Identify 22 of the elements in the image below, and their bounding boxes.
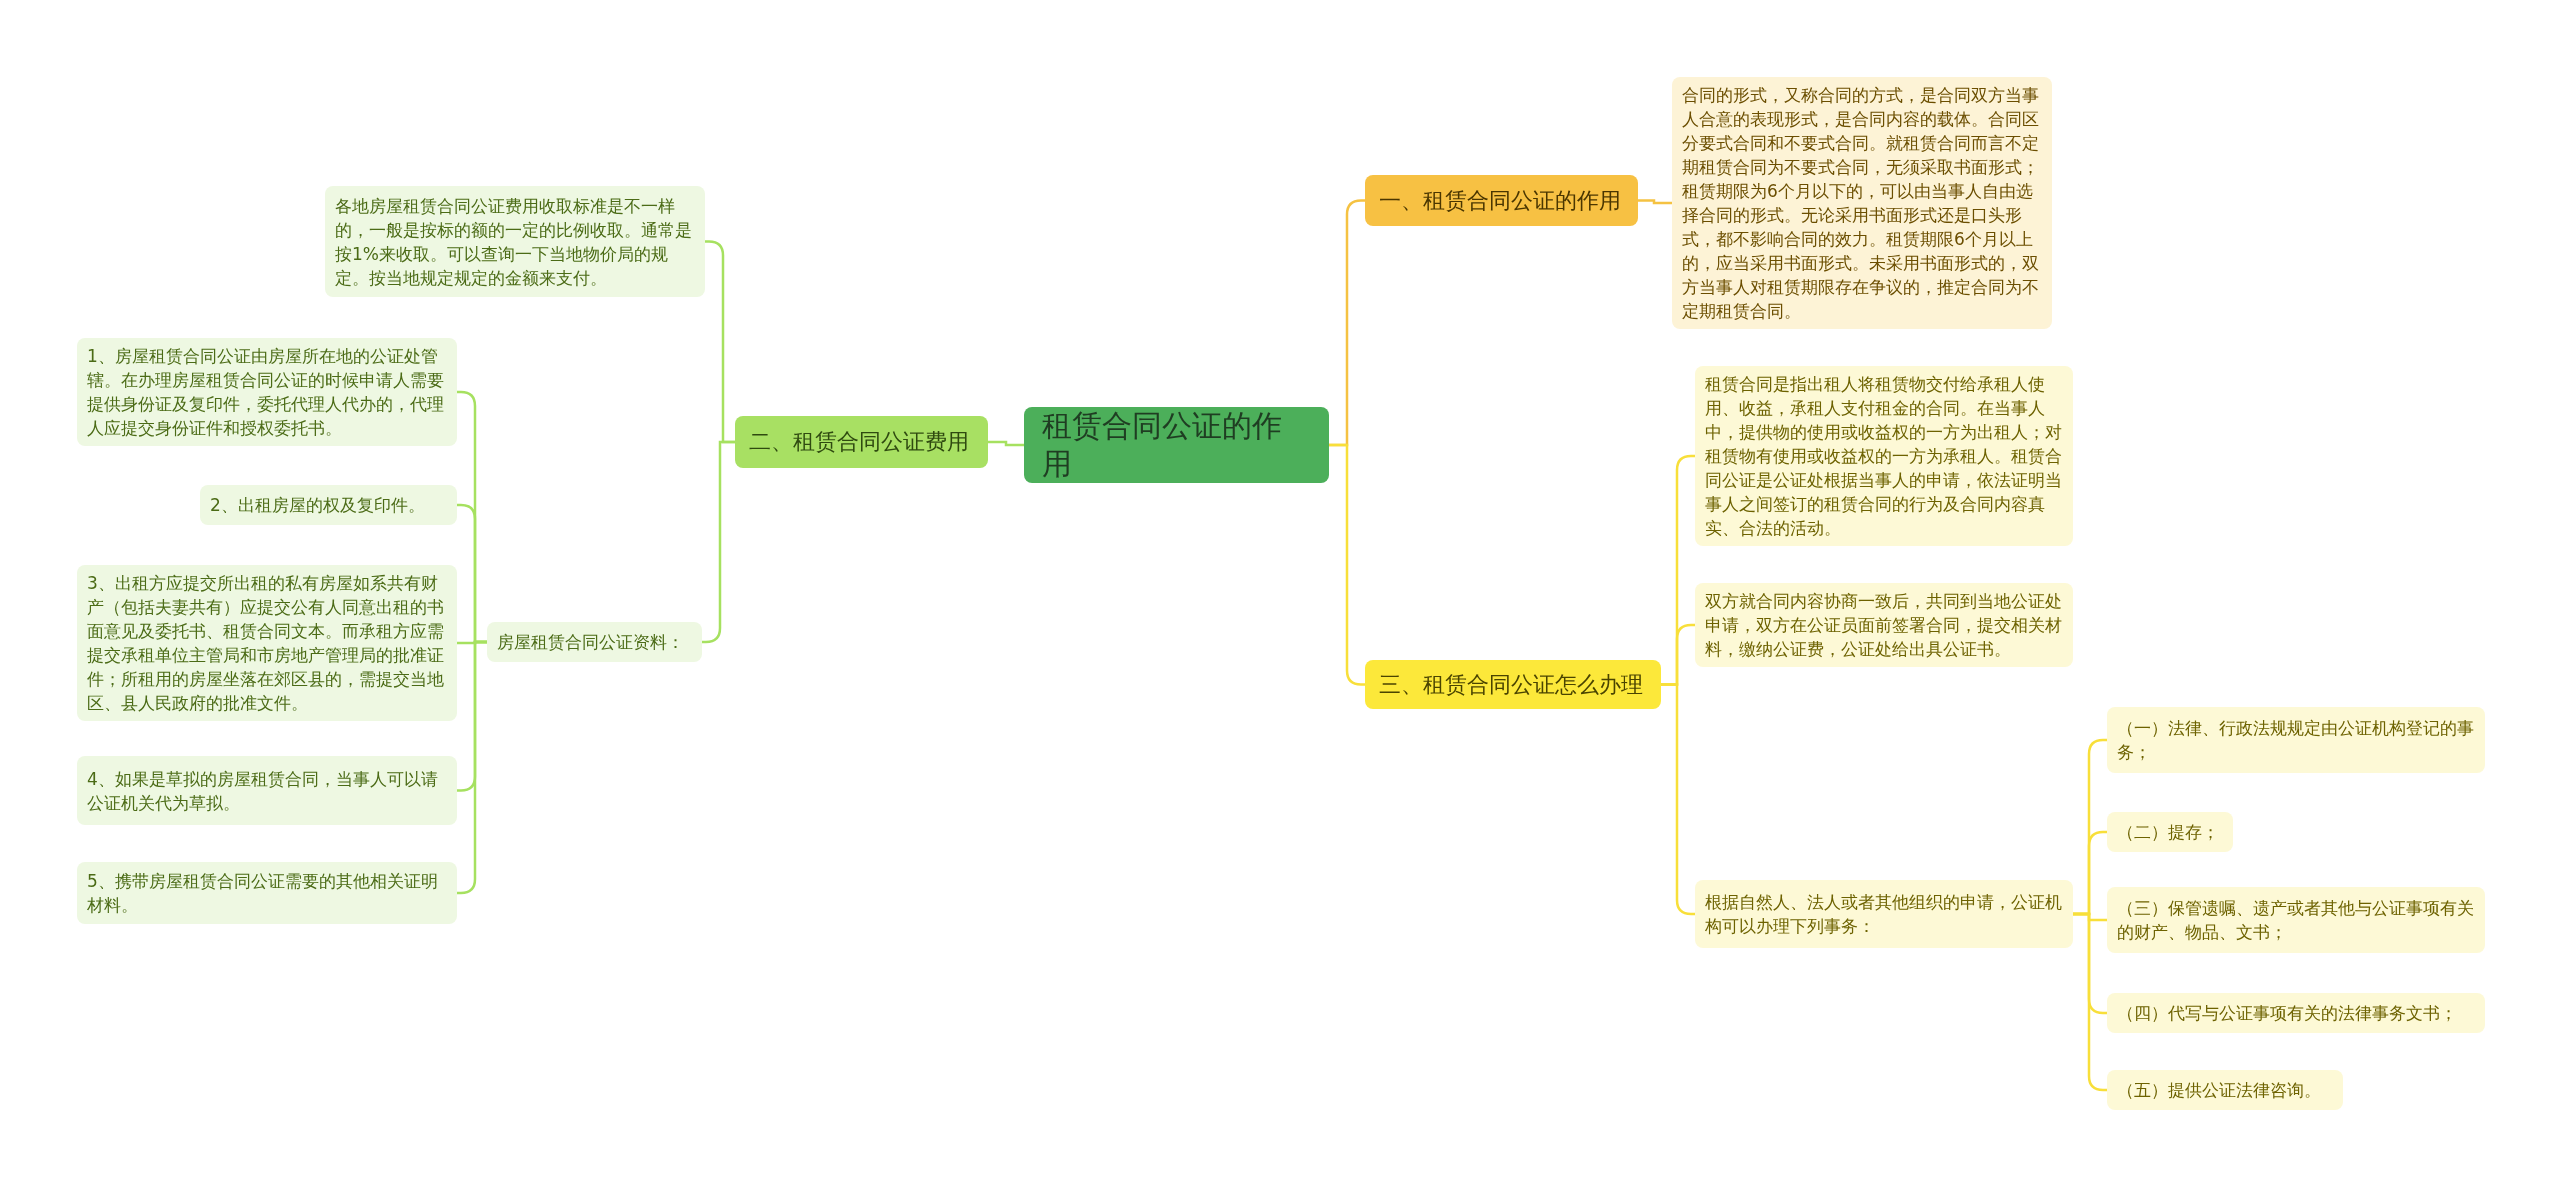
note-box: 2、出租房屋的权及复印件。: [200, 485, 457, 525]
note-box: 4、如果是草拟的房屋租赁合同，当事人可以请公证机关代为草拟。: [77, 756, 457, 825]
branch-box: 三、租赁合同公证怎么办理: [1365, 660, 1661, 709]
branch-box: 二、租赁合同公证费用: [735, 416, 988, 468]
note-box: （一）法律、行政法规规定由公证机构登记的事务；: [2107, 707, 2485, 773]
connector: [988, 440, 1024, 447]
note-box: 1、房屋租赁合同公证由房屋所在地的公证处管辖。在办理房屋租赁合同公证的时候申请人需要提供身份证及复印件，委托代理人代办的，代理人应提交身份证件和授权委托书。: [77, 338, 457, 446]
note-box: 合同的形式，又称合同的方式，是合同双方当事人合意的表现形式，是合同内容的载体。合同区分要式合同和不要式合同。就租赁合同而言不定期租赁合同为不要式合同，无须采取书面形式；租赁期限为6个月以下的，可以由当事人自由选择合同的形式。无论采用书面形式还是口头形式，都不影响合同的效力。租赁期限6个月以上的，应当采用书面形式。未采用书面形式的，双方当事人对租赁期限存在争议的，推定合同为不定期租赁合同。: [1672, 77, 2052, 329]
note-box: 房屋租赁合同公证资料：: [487, 622, 702, 662]
branch-box: 一、租赁合同公证的作用: [1365, 175, 1638, 226]
note-box: （三）保管遗嘱、遗产或者其他与公证事项有关的财产、物品、文书；: [2107, 887, 2485, 953]
note-box: 5、携带房屋租赁合同公证需要的其他相关证明材料。: [77, 862, 457, 924]
note-box: 租赁合同是指出租人将租赁物交付给承租人使用、收益，承租人支付租金的合同。在当事人中，提供物的使用或收益权的一方为出租人；对租赁物有使用或收益权的一方为承租人。租赁合同公证是公证处根据当事人的申请，依法证明当事人之间签订的租赁合同的行为及合同内容真实、合法的活动。: [1695, 366, 2073, 546]
note-box: 双方就合同内容协商一致后，共同到当地公证处申请，双方在公证员面前签署合同，提交相关材料，缴纳公证费，公证处给出具公证书。: [1695, 583, 2073, 667]
note-box: （二）提存；: [2107, 812, 2233, 852]
note-box: （四）代写与公证事项有关的法律事务文书；: [2107, 993, 2485, 1033]
note-box: 各地房屋租赁合同公证费用收取标准是不一样的，一般是按标的额的一定的比例收取。通常是按1%来收取。可以查询一下当地物价局的规定。按当地规定规定的金额来支付。: [325, 186, 705, 297]
note-box: 根据自然人、法人或者其他组织的申请，公证机构可以办理下列事务：: [1695, 880, 2073, 948]
note-box: （五）提供公证法律咨询。: [2107, 1070, 2343, 1110]
note-box: 3、出租方应提交所出租的私有房屋如系共有财产（包括夫妻共有）应提交公有人同意出租的书面意见及委托书、租赁合同文本。而承租方应需提交承租单位主管局和市房地产管理局的批准证件；所租用的房屋坐落在郊区县的，需提交当地区、县人民政府的批准文件。: [77, 565, 457, 721]
connector: [1638, 199, 1672, 205]
topic-box: 租赁合同公证的作用: [1024, 407, 1329, 483]
